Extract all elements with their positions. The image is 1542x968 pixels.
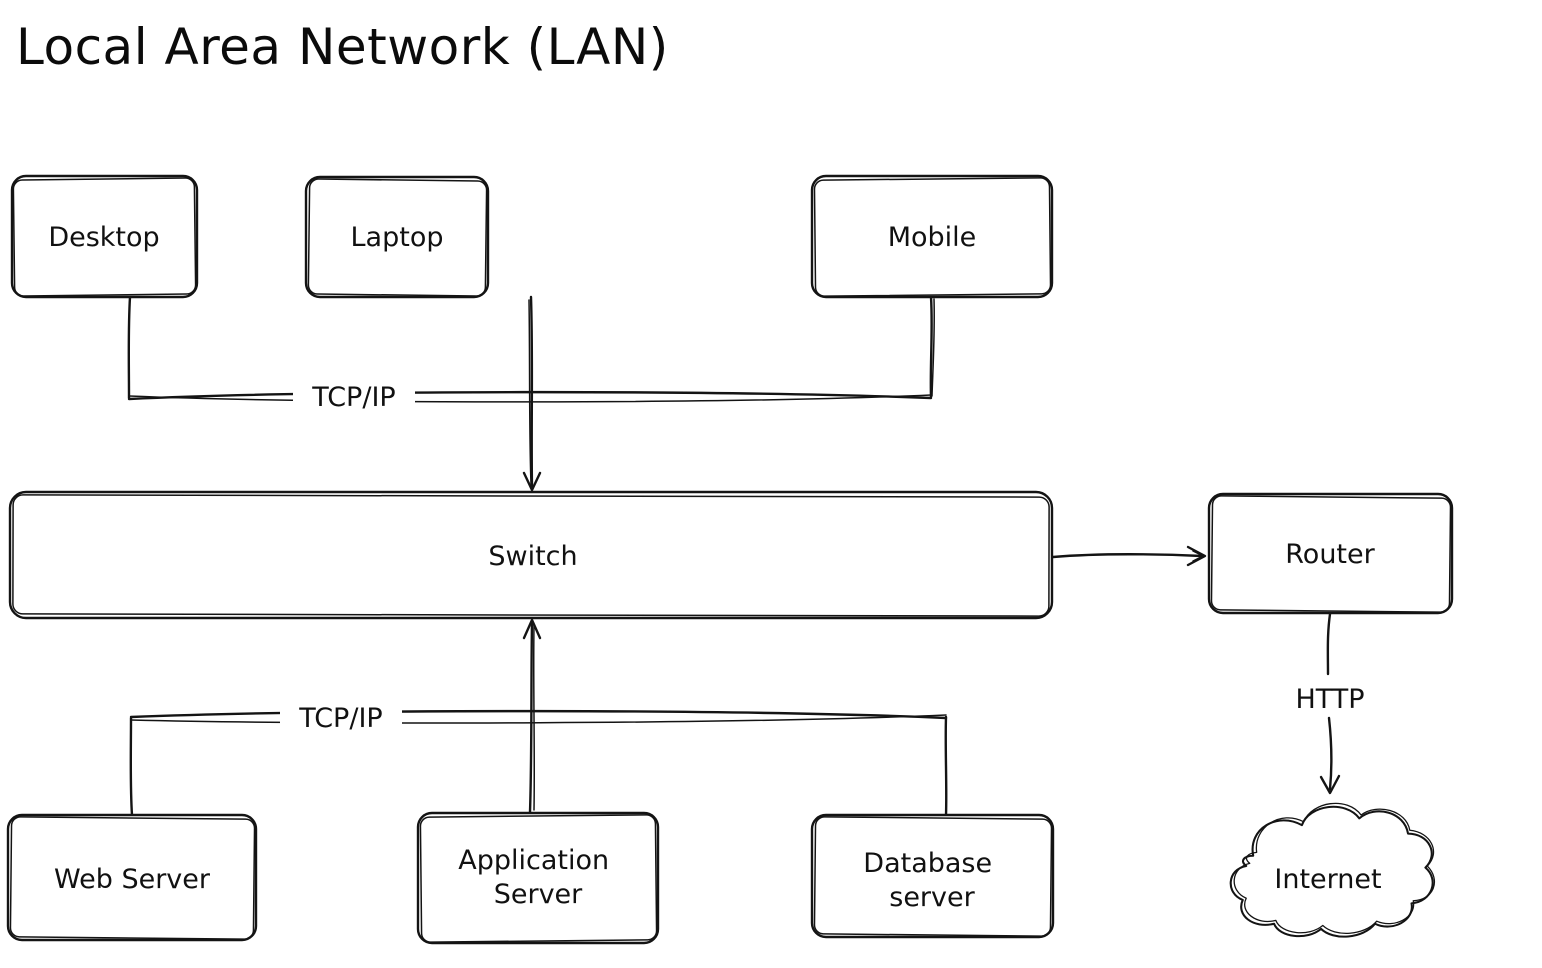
node-laptop-label: Laptop xyxy=(351,222,444,253)
edge-line-laptop-echo xyxy=(528,299,532,485)
edge-line-mobile xyxy=(929,295,933,399)
node-database-server-shape-echo xyxy=(813,816,1053,937)
node-desktop-shape xyxy=(10,174,199,299)
node-mobile-label: Mobile xyxy=(888,222,977,253)
node-web-server-shape-echo xyxy=(9,816,256,940)
edge-line-switch-router xyxy=(1051,553,1204,559)
node-laptop-shape xyxy=(304,175,490,299)
node-switch-label: Switch xyxy=(488,541,577,572)
node-internet-label: Internet xyxy=(1274,864,1381,895)
node-router-shape-echo xyxy=(1210,495,1452,613)
node-web-server-label: Web Server xyxy=(54,864,211,895)
edge-label-mask xyxy=(280,699,402,736)
node-mobile-shape xyxy=(810,174,1054,299)
edge-line-mobile-echo xyxy=(931,298,936,397)
node-router-label: Router xyxy=(1285,539,1375,570)
internet-cloud-icon xyxy=(1229,802,1436,938)
node-laptop[interactable]: Laptop xyxy=(304,175,490,299)
edge-label-tcpip-bottom[interactable]: TCP/IP xyxy=(298,703,382,734)
arrowhead-into-router xyxy=(1186,545,1207,567)
node-mobile-shape-echo xyxy=(813,177,1052,297)
arrowhead-into-internet xyxy=(1319,774,1341,795)
edge-servers-to-switch[interactable]: TCP/IP xyxy=(129,618,948,817)
edge-label-mask xyxy=(1284,676,1376,714)
edge-line-database-server xyxy=(944,715,948,817)
edge-label-tcpip-top[interactable]: TCP/IP xyxy=(311,382,395,413)
node-switch[interactable]: Switch xyxy=(8,490,1054,620)
edge-line-http-internet xyxy=(1327,716,1333,791)
node-desktop-label: Desktop xyxy=(48,222,159,253)
node-web-server[interactable]: Web Server xyxy=(6,813,258,942)
arrowhead-into-router-echo xyxy=(1192,550,1204,562)
node-application-server-shape xyxy=(416,811,660,945)
edge-bus-bottom-echo xyxy=(130,714,947,724)
node-router-shape xyxy=(1207,492,1454,615)
node-database-server-shape xyxy=(810,813,1055,939)
node-laptop-shape-echo xyxy=(307,178,488,297)
edge-line-laptop xyxy=(529,295,534,488)
edge-label-mask xyxy=(293,379,415,416)
node-application-server-label: Application Server xyxy=(458,845,617,910)
edge-line-desktop xyxy=(127,295,132,400)
node-web-server-shape xyxy=(6,813,258,942)
node-desktop-shape-echo xyxy=(12,177,197,297)
arrowhead-into-switch-bottom xyxy=(522,618,542,640)
edge-label-http[interactable]: HTTP xyxy=(1295,684,1364,715)
edge-line-web-server xyxy=(129,716,134,817)
edge-bus-bottom xyxy=(129,709,948,720)
node-router[interactable]: Router xyxy=(1207,492,1454,615)
edge-line-router-http xyxy=(1326,612,1332,676)
arrowhead-into-switch-top xyxy=(522,471,542,492)
node-application-server[interactable]: Application Server xyxy=(416,811,660,945)
cloud-shape-echo xyxy=(1233,802,1436,934)
edge-devices-to-switch[interactable]: TCP/IP xyxy=(127,295,936,492)
node-mobile[interactable]: Mobile xyxy=(810,174,1054,299)
node-database-server[interactable]: Database server xyxy=(810,813,1055,939)
node-database-server-label: Database server xyxy=(863,848,1000,913)
edge-line-application-server xyxy=(528,621,534,814)
diagram-title[interactable]: Local Area Network (LAN) xyxy=(16,18,669,76)
node-application-server-shape-echo xyxy=(419,814,658,943)
edge-switch-to-router[interactable] xyxy=(1051,545,1207,567)
node-internet[interactable]: Internet xyxy=(1229,802,1436,938)
node-switch-shape xyxy=(8,490,1054,620)
edge-line-application-server-echo xyxy=(532,625,536,811)
edge-router-to-internet[interactable]: HTTP xyxy=(1284,612,1376,795)
node-switch-shape-echo xyxy=(12,494,1050,617)
edge-bus-top xyxy=(127,390,933,401)
node-desktop[interactable]: Desktop xyxy=(10,174,199,299)
